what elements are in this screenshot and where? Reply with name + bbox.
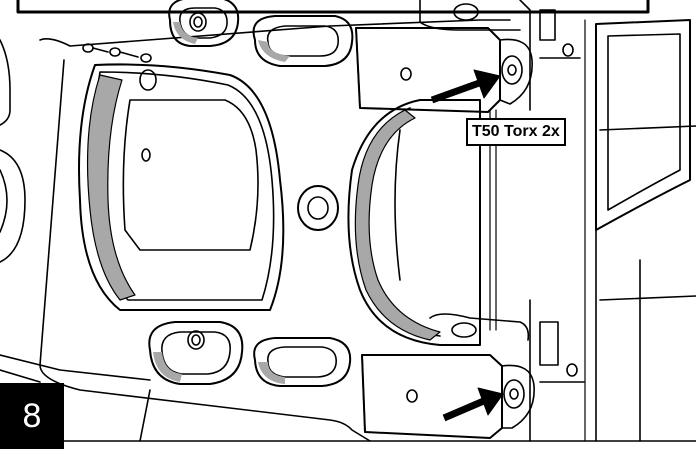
bottom-hinge-bracket	[361, 299, 585, 442]
step-number-badge: 8	[0, 383, 64, 449]
tool-callout-label: T50 Torx 2x	[466, 118, 566, 146]
left-handle-cutout	[78, 63, 285, 311]
top-hinge-bracket	[355, 0, 581, 113]
top-oval-slots	[168, 0, 354, 67]
right-handle-cutout	[347, 99, 481, 346]
right-side-panel	[584, 19, 696, 442]
indicator-arrows	[430, 69, 504, 422]
left-housing-edge	[0, 39, 151, 383]
locating-pins	[82, 43, 157, 91]
bottom-oval-slots	[148, 321, 352, 387]
center-mounting-boss	[297, 185, 339, 231]
main-plate	[39, 19, 511, 442]
